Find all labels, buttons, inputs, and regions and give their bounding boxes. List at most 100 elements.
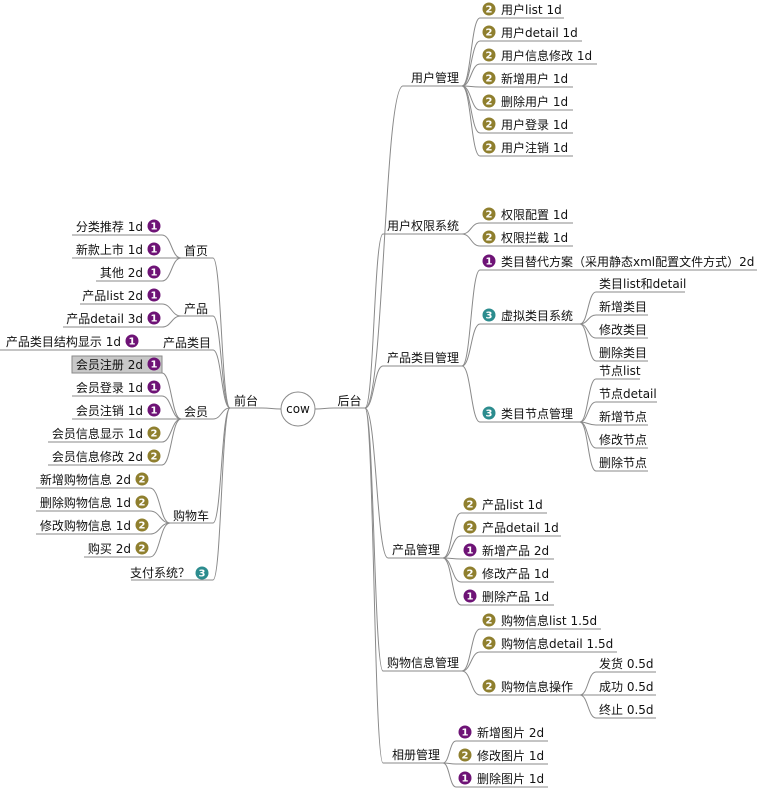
backend-group-2-item-0-label[interactable]: 类目替代方案（采用静态xml配置文件方式）2d [501, 254, 754, 269]
frontend-group-4-item-3-edge [149, 522, 171, 558]
frontend-group-3-label[interactable]: 会员 [184, 405, 208, 419]
backend-group-5-item-1-priority-2-icon [458, 748, 472, 762]
backend-group-0-item-4-priority-2-icon [482, 94, 496, 108]
frontend-group-4-item-0-priority-2-icon [135, 472, 149, 486]
backend-group-2-item-1-label[interactable]: 虚拟类目系统 [501, 309, 573, 323]
backend-group-4-item-2-child-2-label[interactable]: 终止 0.5d [599, 702, 654, 717]
backend-group-5-item-0-priority-1-icon [458, 725, 472, 739]
frontend-group-3-item-0-edge [161, 372, 182, 420]
frontend-group-4-item-3-label[interactable]: 购买 2d [88, 541, 131, 556]
frontend-group-0-item-0-label[interactable]: 分类推荐 1d [76, 220, 143, 234]
backend-group-4-item-0-edge [461, 628, 481, 672]
backend-group-0-item-2-priority-number: 2 [486, 51, 493, 62]
backend-group-5-item-0-edge [442, 740, 457, 764]
frontend-group-4-item-1-label[interactable]: 删除购物信息 1d [40, 495, 131, 510]
backend-group-3-item-4-priority-1-icon [463, 589, 477, 603]
backend-group-2-label[interactable]: 产品类目管理 [387, 350, 459, 365]
backend-group-1-item-1-label[interactable]: 权限拦截 1d [501, 231, 568, 245]
backend-group-0-label[interactable]: 用户管理 [411, 70, 459, 85]
backend-group-3-item-0-priority-number: 2 [467, 500, 474, 511]
backend-group-3-item-1-label[interactable]: 产品detail 1d [482, 521, 559, 535]
backend-group-2-item-1-priority-number: 3 [486, 311, 493, 322]
backend-group-1-item-0-label[interactable]: 权限配置 1d [501, 208, 568, 222]
backend-group-2-item-0-edge [461, 269, 481, 367]
frontend-group-1-item-0-label[interactable]: 产品list 2d [82, 289, 143, 303]
frontend-group-0-edge [212, 257, 231, 409]
frontend-group-1-item-1-label[interactable]: 产品detail 3d [66, 312, 143, 326]
backend-group-0-item-0-label[interactable]: 用户list 1d [501, 2, 562, 17]
backend-group-2-item-2-child-1-edge [579, 401, 597, 423]
backend-group-0-item-4-label[interactable]: 删除用户 1d [501, 94, 568, 109]
backend-group-4-item-1-label[interactable]: 购物信息detail 1.5d [501, 636, 613, 651]
backend-group-2-item-2-child-0-label[interactable]: 节点list [599, 364, 641, 378]
frontend-group-1-label[interactable]: 产品 [184, 302, 208, 316]
frontend-group-0-label[interactable]: 首页 [184, 244, 208, 258]
frontend-group-4-item-1-priority-number: 2 [139, 498, 146, 509]
backend-group-3-item-3-label[interactable]: 修改产品 1d [482, 566, 549, 581]
frontend-group-3-item-2-label[interactable]: 会员注销 1d [76, 403, 143, 418]
frontend-group-4-label[interactable]: 购物车 [173, 508, 209, 523]
frontend-group-3-item-1-label[interactable]: 会员登录 1d [76, 380, 143, 395]
frontend-group-0-item-1-label[interactable]: 新款上市 1d [76, 242, 143, 257]
frontend-group-4-item-2-label[interactable]: 修改购物信息 1d [40, 518, 131, 533]
frontend-group-3-item-0-label[interactable]: 会员注册 2d [76, 357, 143, 372]
frontend-group-0-item-2-label[interactable]: 其他 2d [100, 266, 143, 280]
backend-group-2-item-2-child-4-label[interactable]: 删除节点 [599, 455, 647, 470]
backend-group-0-item-2-label[interactable]: 用户信息修改 1d [501, 48, 592, 63]
backend-group-2-item-1-child-2-label[interactable]: 修改类目 [599, 322, 647, 337]
backend-group-3-item-1-edge [442, 535, 462, 559]
backend-group-0-item-6-edge [461, 85, 481, 157]
frontend-group-3-item-0-priority-number: 1 [151, 360, 158, 371]
backend-group-1-item-1-edge [461, 233, 481, 247]
backend-group-3-item-0-label[interactable]: 产品list 1d [482, 498, 543, 512]
frontend-group-1-item-1-priority-1-icon [147, 311, 161, 325]
backend-group-1-label[interactable]: 用户权限系统 [387, 218, 459, 233]
frontend-group-2-label[interactable]: 产品类目 [163, 336, 211, 350]
backend-group-4-item-0-priority-2-icon [482, 613, 496, 627]
backend-group-0-item-3-priority-2-icon [482, 71, 496, 85]
backend-group-2-item-2-child-2-label[interactable]: 新增节点 [599, 409, 647, 424]
frontend-group-3-item-4-label[interactable]: 会员信息修改 2d [52, 449, 143, 464]
backend-group-4-label[interactable]: 购物信息管理 [387, 655, 459, 670]
backend-group-1-item-0-priority-number: 2 [486, 210, 493, 221]
backend-group-4-item-2-child-1-label[interactable]: 成功 0.5d [599, 680, 654, 694]
branch-frontend-label[interactable]: 前台 [234, 393, 258, 408]
frontend-group-4-item-2-priority-2-icon [135, 518, 149, 532]
frontend-group-2-item-0-label[interactable]: 产品类目结构显示 1d [6, 334, 121, 349]
backend-group-4-item-2-label[interactable]: 购物信息操作 [501, 679, 573, 694]
backend-group-3-item-4-label[interactable]: 删除产品 1d [482, 589, 549, 604]
backend-group-4-item-2-child-0-edge [579, 671, 597, 696]
root-node-label[interactable]: cow [286, 402, 310, 416]
backend-group-2-item-1-edge [461, 323, 481, 367]
backend-group-4-item-0-label[interactable]: 购物信息list 1.5d [501, 613, 597, 628]
backend-group-0-item-3-label[interactable]: 新增用户 1d [501, 71, 568, 86]
backend-group-2-item-2-child-1-label[interactable]: 节点detail [599, 387, 657, 401]
frontend-group-5-label[interactable]: 支付系统？ [130, 566, 190, 580]
backend-group-5-label[interactable]: 相册管理 [392, 747, 440, 762]
backend-group-5-item-0-label[interactable]: 新增图片 2d [477, 725, 544, 740]
backend-group-3-label[interactable]: 产品管理 [392, 542, 440, 557]
backend-group-0-item-1-label[interactable]: 用户detail 1d [501, 25, 578, 40]
backend-group-5-item-1-label[interactable]: 修改图片 1d [477, 748, 544, 763]
frontend-group-3-item-3-label[interactable]: 会员信息显示 1d [52, 426, 143, 441]
backend-group-2-item-1-child-1-label[interactable]: 新增类目 [599, 299, 647, 314]
frontend-group-4-edge [212, 407, 231, 524]
frontend-group-4-item-3-priority-number: 2 [139, 544, 146, 555]
backend-group-3-item-2-label[interactable]: 新增产品 2d [482, 543, 549, 558]
backend-group-0-item-5-priority-2-icon [482, 117, 496, 131]
frontend-group-3-item-3-priority-2-icon [147, 426, 161, 440]
backend-group-2-item-2-label[interactable]: 类目节点管理 [501, 406, 573, 421]
backend-group-2-item-1-child-0-label[interactable]: 类目list和detail [599, 277, 686, 291]
frontend-group-1-item-0-priority-number: 1 [151, 291, 158, 302]
backend-group-4-item-2-child-0-label[interactable]: 发货 0.5d [599, 656, 654, 671]
branch-backend-label[interactable]: 后台 [337, 393, 361, 408]
backend-group-2-item-2-child-0-edge [579, 378, 597, 423]
backend-group-2-item-2-child-3-label[interactable]: 修改节点 [599, 432, 647, 447]
backend-group-0-item-6-label[interactable]: 用户注销 1d [501, 140, 568, 155]
frontend-group-4-item-0-label[interactable]: 新增购物信息 2d [40, 472, 131, 487]
frontend-group-4-item-1-edge [149, 510, 171, 524]
frontend-group-1-item-1-priority-number: 1 [151, 314, 158, 325]
backend-group-2-item-1-child-3-label[interactable]: 删除类目 [599, 345, 647, 360]
backend-group-0-item-5-label[interactable]: 用户登录 1d [501, 117, 568, 132]
backend-group-5-item-2-label[interactable]: 删除图片 1d [477, 771, 544, 786]
